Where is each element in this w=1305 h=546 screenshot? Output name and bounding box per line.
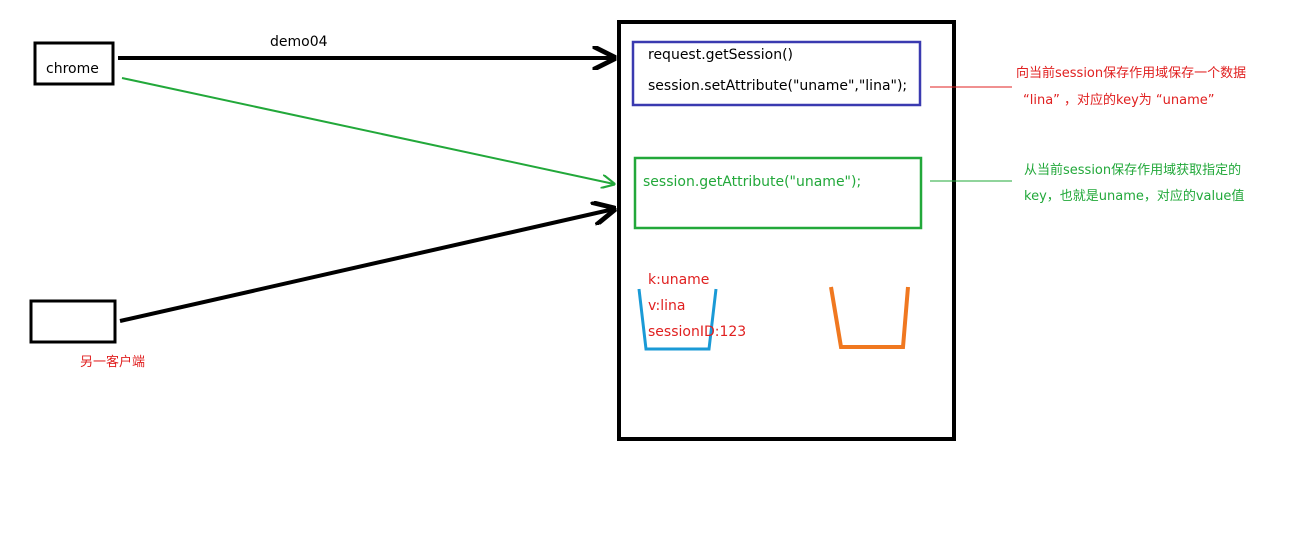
other-client-arrow <box>119 209 614 323</box>
set-note-line2: “lina” ，对应的key为 “uname” <box>1023 93 1215 108</box>
chrome-client-label: chrome <box>46 61 99 77</box>
session-id-text: sessionID:123 <box>648 324 747 340</box>
get-attribute-block <box>633 156 923 230</box>
get-attribute-text: session.getAttribute("uname"); <box>643 174 862 190</box>
get-note-line2: key，也就是uname，对应的value值 <box>1024 189 1245 204</box>
set-attribute-block <box>631 40 922 107</box>
get-note-line1: 从当前session保存作用域获取指定的 <box>1024 163 1242 178</box>
session-bucket-orange <box>829 286 910 349</box>
request-edge-label: demo04 <box>270 34 328 50</box>
session-bucket-cyan <box>637 288 718 351</box>
get-attribute-arrow <box>121 77 614 184</box>
get-session-text: request.getSession() <box>648 47 793 63</box>
server-box <box>617 20 956 441</box>
session-key-text: k:uname <box>648 272 710 288</box>
session-value-text: v:lina <box>648 298 686 314</box>
chrome-client-box <box>33 41 115 86</box>
other-client-box <box>29 299 117 344</box>
set-note-line1: 向当前session保存作用域保存一个数据 <box>1016 66 1247 81</box>
set-attribute-text: session.setAttribute("uname","lina"); <box>648 78 908 94</box>
other-client-label: 另一客户端 <box>80 355 146 370</box>
